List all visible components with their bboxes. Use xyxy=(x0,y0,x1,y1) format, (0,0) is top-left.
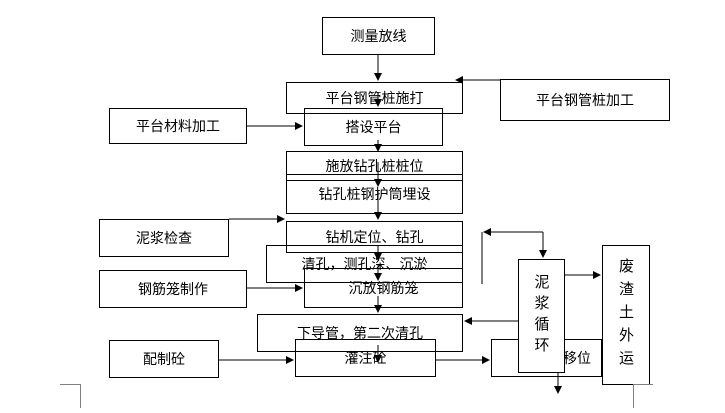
node-pour-concrete: 灌注砼 xyxy=(295,339,436,377)
node-mud-circulation: 泥浆循环 xyxy=(518,259,565,373)
node-build-platform: 搭设平台 xyxy=(304,108,443,146)
node-cage-lower: 沉放钢筋笼 xyxy=(304,268,463,308)
node-platform-material-process: 平台材料加工 xyxy=(109,108,247,144)
node-survey: 测量放线 xyxy=(322,17,435,55)
node-pipe-second-clean: 下导管，第二次清孔 xyxy=(257,314,463,352)
page-corner-mark-left-v xyxy=(80,384,81,408)
node-concrete-mix: 配制砼 xyxy=(109,340,219,378)
node-mud-check: 泥浆检查 xyxy=(99,219,229,257)
page-corner-mark-right-v xyxy=(633,384,634,408)
node-platform-pile-process: 平台钢管桩加工 xyxy=(500,79,670,121)
node-rig-position-drill: 钻机定位、钻孔 xyxy=(286,221,463,253)
node-hole-clean-measure: 清孔，测孔深、沉淤 xyxy=(266,245,463,283)
node-cage-make: 钢筋笼制作 xyxy=(99,270,247,308)
node-waste-transport: 废渣土外运 xyxy=(602,245,650,385)
page-corner-mark-left-h xyxy=(60,384,80,385)
node-casing-embed: 钻孔桩钢护筒埋设 xyxy=(286,174,463,214)
page-corner-mark-right-h xyxy=(633,384,653,385)
